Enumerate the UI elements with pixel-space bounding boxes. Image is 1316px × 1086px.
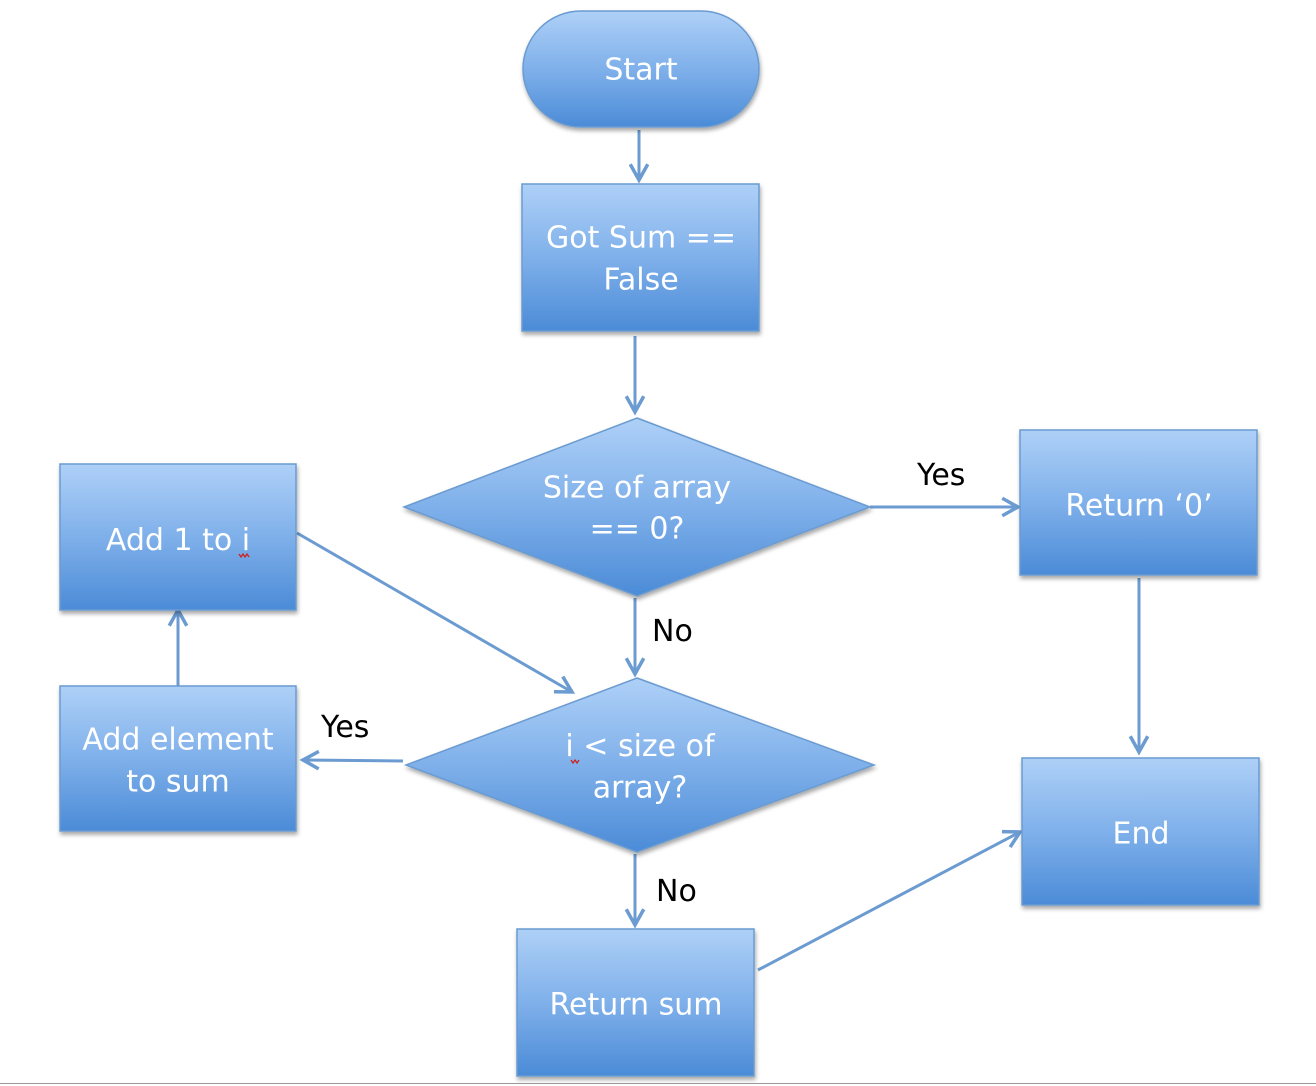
page-bottom-rule [0, 1083, 1316, 1084]
got-sum-process-shape [521, 183, 760, 332]
edge-return-sum-to-end [757, 832, 1020, 972]
return-zero-node: Return ‘0’ [1019, 429, 1258, 576]
loop-check-decision-shape [403, 677, 877, 853]
size-check-decision-shape [401, 417, 873, 597]
add-element-process-shape [59, 685, 297, 832]
add-one-label-prefix: Add 1 to [106, 523, 242, 558]
edge-labels: Yes No Yes No [320, 458, 965, 909]
end-label: End [1112, 817, 1169, 852]
loop-check-label-line2: array? [593, 771, 688, 806]
add-element-label-line2: to sum [126, 765, 230, 800]
start-label: Start [604, 53, 678, 88]
loop-check-label-rest: < size of [574, 729, 716, 764]
loop-check-label-var: i [565, 729, 573, 764]
end-node: End [1021, 757, 1260, 906]
size-check-label-line2: == 0? [590, 512, 685, 547]
spellcheck-squiggle [238, 552, 250, 559]
add-one-label: Add 1 to i [106, 523, 250, 558]
start-terminator-shape [522, 10, 760, 128]
edge-label-loop-yes: Yes [320, 710, 369, 745]
spellcheck-squiggle [570, 758, 580, 765]
edge-add-one-to-loop-check [296, 531, 572, 692]
edges [178, 130, 1139, 972]
end-process-shape [1021, 757, 1260, 906]
size-check-node: Size of array == 0? [401, 417, 873, 597]
got-sum-label-line2: False [603, 263, 678, 298]
got-sum-node: Got Sum == False [521, 183, 760, 332]
add-element-node: Add element to sum [59, 685, 297, 832]
got-sum-label-line1: Got Sum == [546, 221, 736, 256]
return-sum-node: Return sum [516, 928, 755, 1077]
add-element-label-line1: Add element [82, 723, 274, 758]
edge-loop-check-to-add-element [303, 760, 404, 761]
size-check-label-line1: Size of array [543, 471, 731, 506]
loop-check-node: i < size of array? [403, 677, 877, 853]
return-sum-label: Return sum [550, 988, 723, 1023]
return-zero-process-shape [1019, 429, 1258, 576]
start-node: Start [522, 10, 760, 128]
return-sum-process-shape [516, 928, 755, 1077]
edge-label-size-yes: Yes [916, 458, 965, 493]
add-one-process-shape [59, 463, 297, 611]
edge-label-size-no: No [652, 614, 693, 649]
edge-label-loop-no: No [656, 874, 697, 909]
loop-check-label-line1: i < size of [565, 729, 716, 764]
return-zero-label: Return ‘0’ [1065, 489, 1212, 524]
add-one-node: Add 1 to i [59, 463, 297, 611]
add-one-label-var: i [242, 523, 250, 558]
